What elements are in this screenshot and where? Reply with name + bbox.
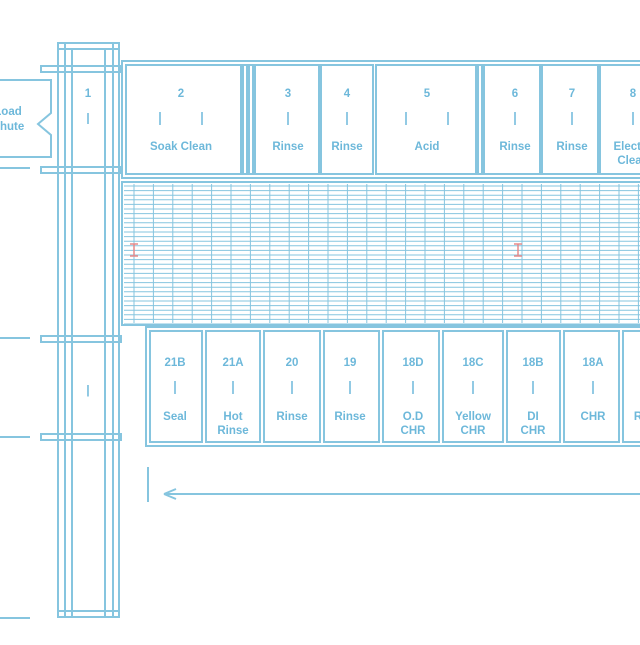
load-chute-label-line1: Load bbox=[0, 106, 22, 118]
bottom-tank-number: 18A bbox=[582, 357, 603, 369]
bottom-tank-label: Rinse bbox=[276, 411, 307, 423]
bottom-tank-label: Seal bbox=[163, 411, 187, 423]
top-tank-number: 2 bbox=[178, 88, 184, 100]
bottom-tank-label: Hot bbox=[223, 411, 242, 423]
top-tank-label: Clean bbox=[617, 155, 640, 167]
top-tank-row bbox=[122, 61, 640, 178]
bottom-tank-label: DI bbox=[527, 411, 539, 423]
bottom-tank-label: O.D bbox=[403, 411, 423, 423]
bottom-tank-label: Rinse bbox=[334, 411, 365, 423]
top-tank-label: Rinse bbox=[499, 141, 530, 153]
aux-tank-label: | bbox=[86, 385, 89, 397]
top-tank-label: Soak Clean bbox=[150, 141, 212, 153]
bottom-tank-number: 21B bbox=[164, 357, 185, 369]
top-tank-label: Electro bbox=[614, 141, 640, 153]
bottom-tank-label: CHR bbox=[401, 425, 427, 437]
top-tank-label: Rinse bbox=[556, 141, 587, 153]
bottom-tank-label: CHR bbox=[461, 425, 487, 437]
bottom-tank-label: Yellow bbox=[455, 411, 491, 423]
bottom-tank-number: 18C bbox=[462, 357, 483, 369]
top-tank-number: 7 bbox=[569, 88, 575, 100]
bottom-tank-number: 18D bbox=[402, 357, 423, 369]
load-chute-label-line2: Chute bbox=[0, 121, 24, 133]
column-cross-beams bbox=[0, 66, 121, 618]
bottom-tank-label: CHR bbox=[581, 411, 607, 423]
top-tank-number: 8 bbox=[630, 88, 637, 100]
bottom-tank-label: CHR bbox=[521, 425, 547, 437]
load-chute bbox=[0, 80, 51, 157]
conveyor-grid bbox=[122, 182, 640, 325]
bottom-tank-number: 19 bbox=[344, 357, 357, 369]
top-tank-number: 6 bbox=[512, 88, 518, 100]
top-tank-number: 4 bbox=[344, 88, 351, 100]
top-tank-number: 5 bbox=[424, 88, 431, 100]
bottom-tank-number: 20 bbox=[286, 357, 299, 369]
top-tank-number: 3 bbox=[285, 88, 291, 100]
flow-arrow bbox=[148, 467, 640, 502]
bottom-tank-label: Rinse bbox=[217, 425, 248, 437]
bottom-tank-number: 21A bbox=[222, 357, 243, 369]
bottom-tank-number: 18B bbox=[522, 357, 543, 369]
top-tank-label: Rinse bbox=[272, 141, 303, 153]
column-number: 1 bbox=[85, 88, 92, 100]
top-tank-label: Acid bbox=[415, 141, 440, 153]
transfer-column bbox=[58, 43, 119, 617]
top-tank-label: Rinse bbox=[331, 141, 362, 153]
bottom-tank-label: R bbox=[634, 411, 640, 423]
